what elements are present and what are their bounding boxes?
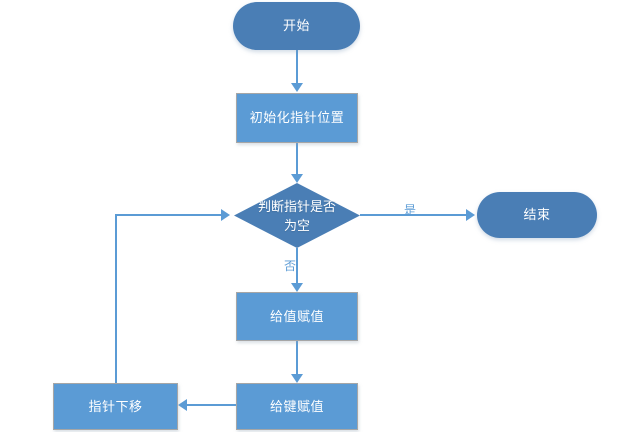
node-check-null-label-line1: 判断指针是否	[257, 198, 337, 214]
arrowhead-decision-to-end	[466, 209, 475, 221]
node-check-null-label: 判断指针是否 为空	[258, 197, 336, 235]
connector-start-to-init	[296, 50, 298, 85]
arrowhead-loop-to-decision	[221, 209, 230, 221]
node-init-pointer-label: 初始化指针位置	[249, 110, 345, 125]
node-end[interactable]: 结束	[477, 192, 597, 238]
arrowhead-init-to-decision	[291, 174, 303, 183]
arrowhead-assign-value-to-assign-key	[291, 374, 303, 383]
connector-assign-key-to-move-pointer	[187, 404, 237, 406]
node-start-label: 开始	[282, 18, 310, 33]
connector-move-pointer-loop-vertical	[115, 214, 117, 384]
node-assign-key-label: 给键赋值	[269, 398, 324, 414]
node-check-null[interactable]: 判断指针是否 为空	[234, 183, 360, 248]
node-move-pointer[interactable]: 指针下移	[53, 383, 178, 430]
node-move-pointer-label: 指针下移	[88, 398, 143, 414]
connector-decision-to-assign-value	[296, 248, 298, 284]
node-end-label: 结束	[523, 207, 551, 222]
diamond-icon	[234, 183, 360, 248]
connector-init-to-decision	[296, 143, 298, 175]
edge-label-no: 否	[284, 259, 297, 273]
connector-move-pointer-loop-horizontal	[115, 214, 223, 216]
arrowhead-decision-to-assign-value	[291, 283, 303, 292]
arrowhead-start-to-init	[291, 83, 303, 92]
connector-decision-to-end	[360, 214, 468, 216]
node-assign-value-label: 给值赋值	[269, 308, 324, 324]
edge-label-yes: 是	[404, 203, 417, 217]
node-assign-key[interactable]: 给键赋值	[236, 383, 358, 430]
node-init-pointer[interactable]: 初始化指针位置	[236, 93, 358, 143]
arrowhead-assign-key-to-move-pointer	[178, 399, 187, 411]
node-start[interactable]: 开始	[233, 2, 360, 50]
node-assign-value[interactable]: 给值赋值	[236, 292, 358, 341]
connector-assign-value-to-assign-key	[296, 341, 298, 376]
node-check-null-label-line2: 为空	[283, 217, 311, 233]
